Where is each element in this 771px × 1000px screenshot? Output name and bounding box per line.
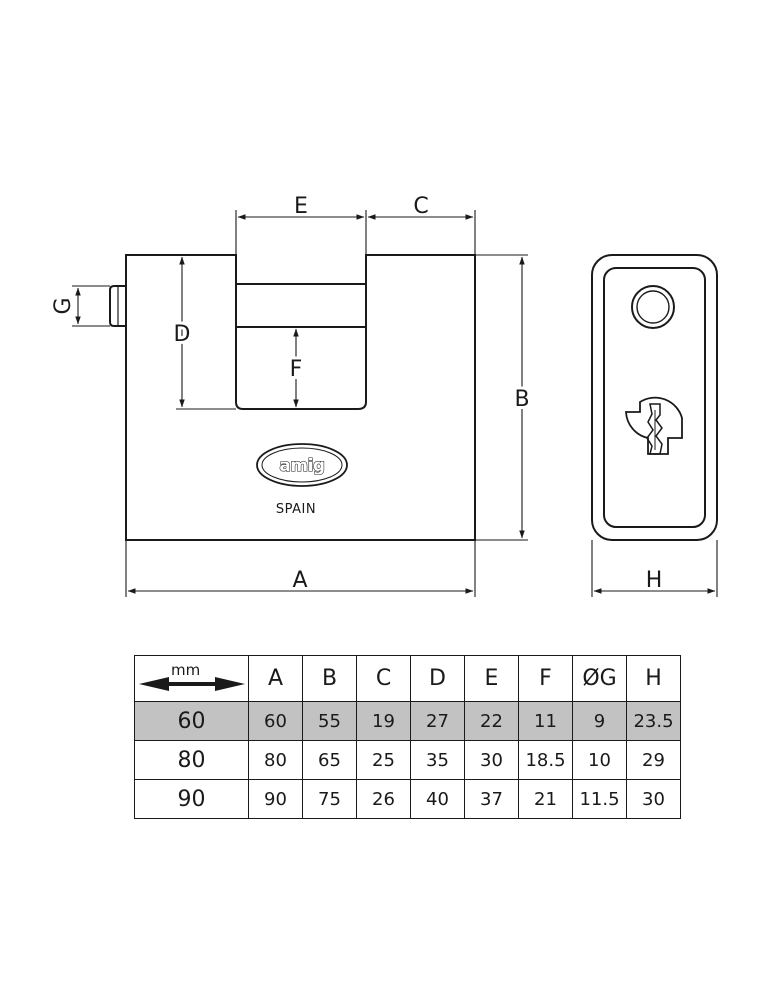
- value-cell: 18.5: [518, 740, 573, 780]
- dimension-label-C: C: [413, 194, 428, 219]
- value-cell: 21: [518, 779, 573, 819]
- value-cell: 30: [464, 740, 519, 780]
- logo-text: amig: [279, 456, 324, 476]
- value-cell: 29: [626, 740, 681, 780]
- dimension-label-H: H: [646, 568, 663, 593]
- value-cell: 90: [248, 779, 303, 819]
- value-cell: 23.5: [626, 701, 681, 741]
- header-cell-C: C: [356, 655, 411, 702]
- shackle-hole-outer: [631, 285, 675, 329]
- header-cell-B: B: [302, 655, 357, 702]
- table-row-60: 60 60 55 19 27 22 11 9 23.5: [134, 701, 681, 741]
- amig-logo: amig: [256, 443, 348, 487]
- dimension-label-G: G: [51, 297, 76, 314]
- value-cell: 80: [248, 740, 303, 780]
- unit-label: mm: [171, 661, 201, 679]
- side-view: [591, 254, 718, 541]
- header-cell-H: H: [626, 655, 681, 702]
- side-pin: [109, 285, 126, 327]
- side-inner-outline: [603, 267, 706, 528]
- value-cell: 37: [464, 779, 519, 819]
- model-cell: 80: [134, 740, 249, 780]
- model-cell: 90: [134, 779, 249, 819]
- header-cell-F: F: [518, 655, 573, 702]
- value-cell: 10: [572, 740, 627, 780]
- dimension-label-D: D: [174, 322, 191, 347]
- value-cell: 19: [356, 701, 411, 741]
- value-cell: 35: [410, 740, 465, 780]
- shackle-hole-inner: [636, 290, 670, 324]
- table-row-80: 80 80 65 25 35 30 18.5 10 29: [134, 740, 681, 780]
- dimension-label-B: B: [514, 387, 529, 412]
- padlock-technical-drawing: amig SPAIN E C D F G B: [51, 194, 718, 597]
- dimensions-table: mm A B C D E F ØG H 60 60 55 19 27 22 11…: [134, 655, 681, 819]
- header-cell-A: A: [248, 655, 303, 702]
- unit-arrow-icon: [139, 677, 245, 691]
- value-cell: 22: [464, 701, 519, 741]
- header-cell-D: D: [410, 655, 465, 702]
- value-cell: 9: [572, 701, 627, 741]
- dimension-label-A: A: [292, 568, 307, 593]
- value-cell: 30: [626, 779, 681, 819]
- dimension-lines: [72, 210, 718, 597]
- value-cell: 27: [410, 701, 465, 741]
- value-cell: 55: [302, 701, 357, 741]
- value-cell: 75: [302, 779, 357, 819]
- model-cell: 60: [134, 701, 249, 741]
- brand-country-label: SPAIN: [276, 502, 316, 517]
- dimension-label-E: E: [294, 194, 308, 219]
- side-outer-outline: [591, 254, 718, 541]
- value-cell: 65: [302, 740, 357, 780]
- dimension-label-F: F: [290, 357, 303, 382]
- header-cell-E: E: [464, 655, 519, 702]
- lock-body-outline: [125, 254, 476, 541]
- front-view: [109, 254, 476, 541]
- keyhole-icon: [625, 396, 683, 455]
- header-cell-G: ØG: [572, 655, 627, 702]
- shackle-bar: [235, 283, 367, 328]
- value-cell: 11: [518, 701, 573, 741]
- value-cell: 11.5: [572, 779, 627, 819]
- value-cell: 25: [356, 740, 411, 780]
- table-header-row: mm A B C D E F ØG H: [134, 655, 681, 702]
- table-row-90: 90 90 75 26 40 37 21 11.5 30: [134, 779, 681, 819]
- value-cell: 40: [410, 779, 465, 819]
- value-cell: 60: [248, 701, 303, 741]
- value-cell: 26: [356, 779, 411, 819]
- unit-header-cell: mm: [134, 655, 249, 702]
